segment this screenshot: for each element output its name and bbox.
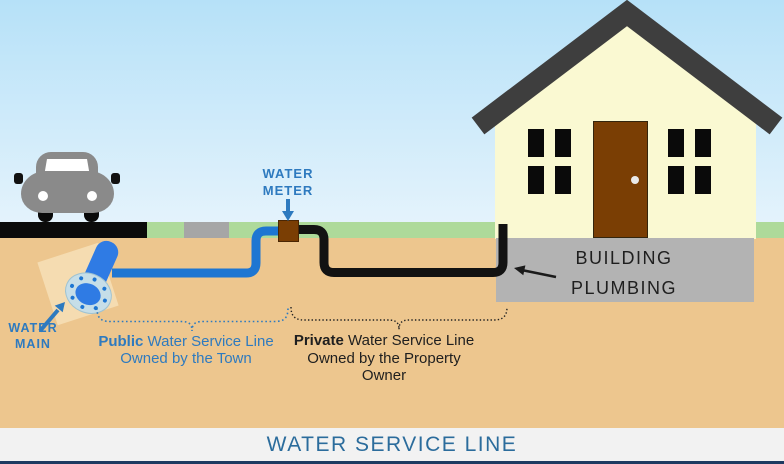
window-pane — [528, 129, 544, 157]
private-line-label: Private Water Service Line Owned by the … — [284, 332, 484, 385]
water-meter-label-line1: WATER — [262, 166, 314, 181]
window-pane — [668, 166, 684, 194]
private-lead: Private — [293, 332, 344, 349]
car-headlight-icon — [38, 191, 48, 201]
water-main-label: WATER MAIN — [2, 321, 64, 352]
door — [593, 121, 648, 238]
car-mirror-icon — [111, 173, 120, 184]
private-line-label-line2: Owned by the Property — [307, 349, 461, 367]
water-main-label-line2: MAIN — [15, 336, 51, 351]
car-body — [21, 171, 114, 213]
building-plumbing-line1: BUILDING — [575, 248, 673, 268]
car-headlight-icon — [87, 191, 97, 201]
sidewalk — [184, 222, 229, 238]
window-pane — [528, 166, 544, 194]
car-mirror-icon — [14, 173, 23, 184]
private-rest: Water Service Line — [343, 332, 475, 349]
public-rest: Water Service Line — [143, 333, 274, 350]
window-left — [528, 129, 571, 194]
private-line-label-line3: Owner — [361, 367, 407, 384]
public-line-label-line1: Public Water Service Line — [86, 333, 286, 350]
window-pane — [555, 166, 571, 194]
title-bar: WATER SERVICE LINE — [0, 428, 784, 461]
road — [0, 222, 147, 238]
doorknob-icon — [631, 176, 639, 184]
building-plumbing-label: BUILDING PLUMBING — [524, 243, 724, 303]
page-title: WATER SERVICE LINE — [266, 432, 518, 456]
public-line-label: Public Water Service Line Owned by the T… — [86, 333, 286, 367]
building-plumbing-line2: PLUMBING — [570, 278, 678, 298]
public-lead: Public — [98, 333, 144, 350]
window-pane — [695, 129, 711, 157]
footer-strip — [0, 461, 784, 464]
public-line-label-line2: Owned by the Town — [120, 350, 252, 367]
window-pane — [695, 166, 711, 194]
water-meter-label: WATER METER — [248, 165, 328, 199]
window-right — [668, 129, 711, 194]
water-main-label-line1: WATER — [8, 321, 58, 335]
window-pane — [555, 129, 571, 157]
window-pane — [668, 129, 684, 157]
private-line-label-line1: Private Water Service Line — [284, 332, 484, 350]
water-meter-label-line2: METER — [262, 183, 314, 198]
